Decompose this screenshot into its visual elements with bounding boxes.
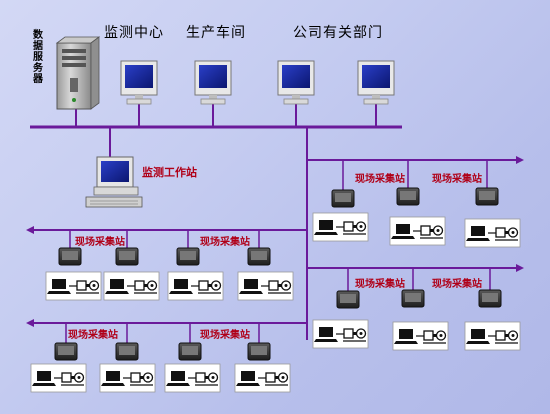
production-workshop-monitor-icon [194,60,232,105]
field-machine-icon [464,218,521,248]
collection-station-label: 现场采集站 [200,330,250,341]
field-terminal-icon [247,342,271,361]
field-terminal-icon [331,189,355,208]
field-terminal-icon [396,187,420,206]
field-machine-icon [30,363,87,393]
field-machine-icon [103,271,160,301]
field-terminal-icon [478,289,502,308]
field-machine-icon [164,363,221,393]
field-terminal-icon [178,342,202,361]
field-terminal-icon [247,247,271,266]
field-terminal-icon [115,342,139,361]
field-machine-icon [312,212,369,242]
data-server-icon [55,36,101,110]
company-departments-label: 公司有关部门 [293,25,383,41]
collection-station-label: 现场采集站 [355,174,405,185]
field-machine-icon [167,271,224,301]
field-terminal-icon [54,342,78,361]
field-terminal-icon [115,247,139,266]
field-terminal-icon [401,289,425,308]
production-workshop-label: 生产车间 [186,25,246,41]
field-machine-icon [234,363,291,393]
collection-station-label: 现场采集站 [68,330,118,341]
field-terminal-icon [475,187,499,206]
company-department-monitor-1-icon [277,60,315,105]
collection-station-label: 现场采集站 [355,279,405,290]
field-machine-icon [464,321,521,351]
collection-station-label: 现场采集站 [432,279,482,290]
field-machine-icon [392,321,449,351]
collection-station-label: 现场采集站 [200,237,250,248]
monitoring-workstation-label: 监测工作站 [142,166,197,179]
monitoring-center-monitor-icon [120,60,158,105]
monitoring-center-label: 监测中心 [104,25,164,41]
field-machine-icon [45,271,102,301]
field-machine-icon [237,271,294,301]
data-server-label: 数据服务器 [33,30,43,85]
field-machine-icon [389,216,446,246]
field-terminal-icon [336,290,360,309]
company-department-monitor-2-icon [357,60,395,105]
field-terminal-icon [58,247,82,266]
collection-station-label: 现场采集站 [432,174,482,185]
field-terminal-icon [176,247,200,266]
field-machine-icon [312,319,369,349]
collection-station-label: 现场采集站 [75,237,125,248]
field-machine-icon [99,363,156,393]
monitoring-workstation-icon [85,156,143,208]
